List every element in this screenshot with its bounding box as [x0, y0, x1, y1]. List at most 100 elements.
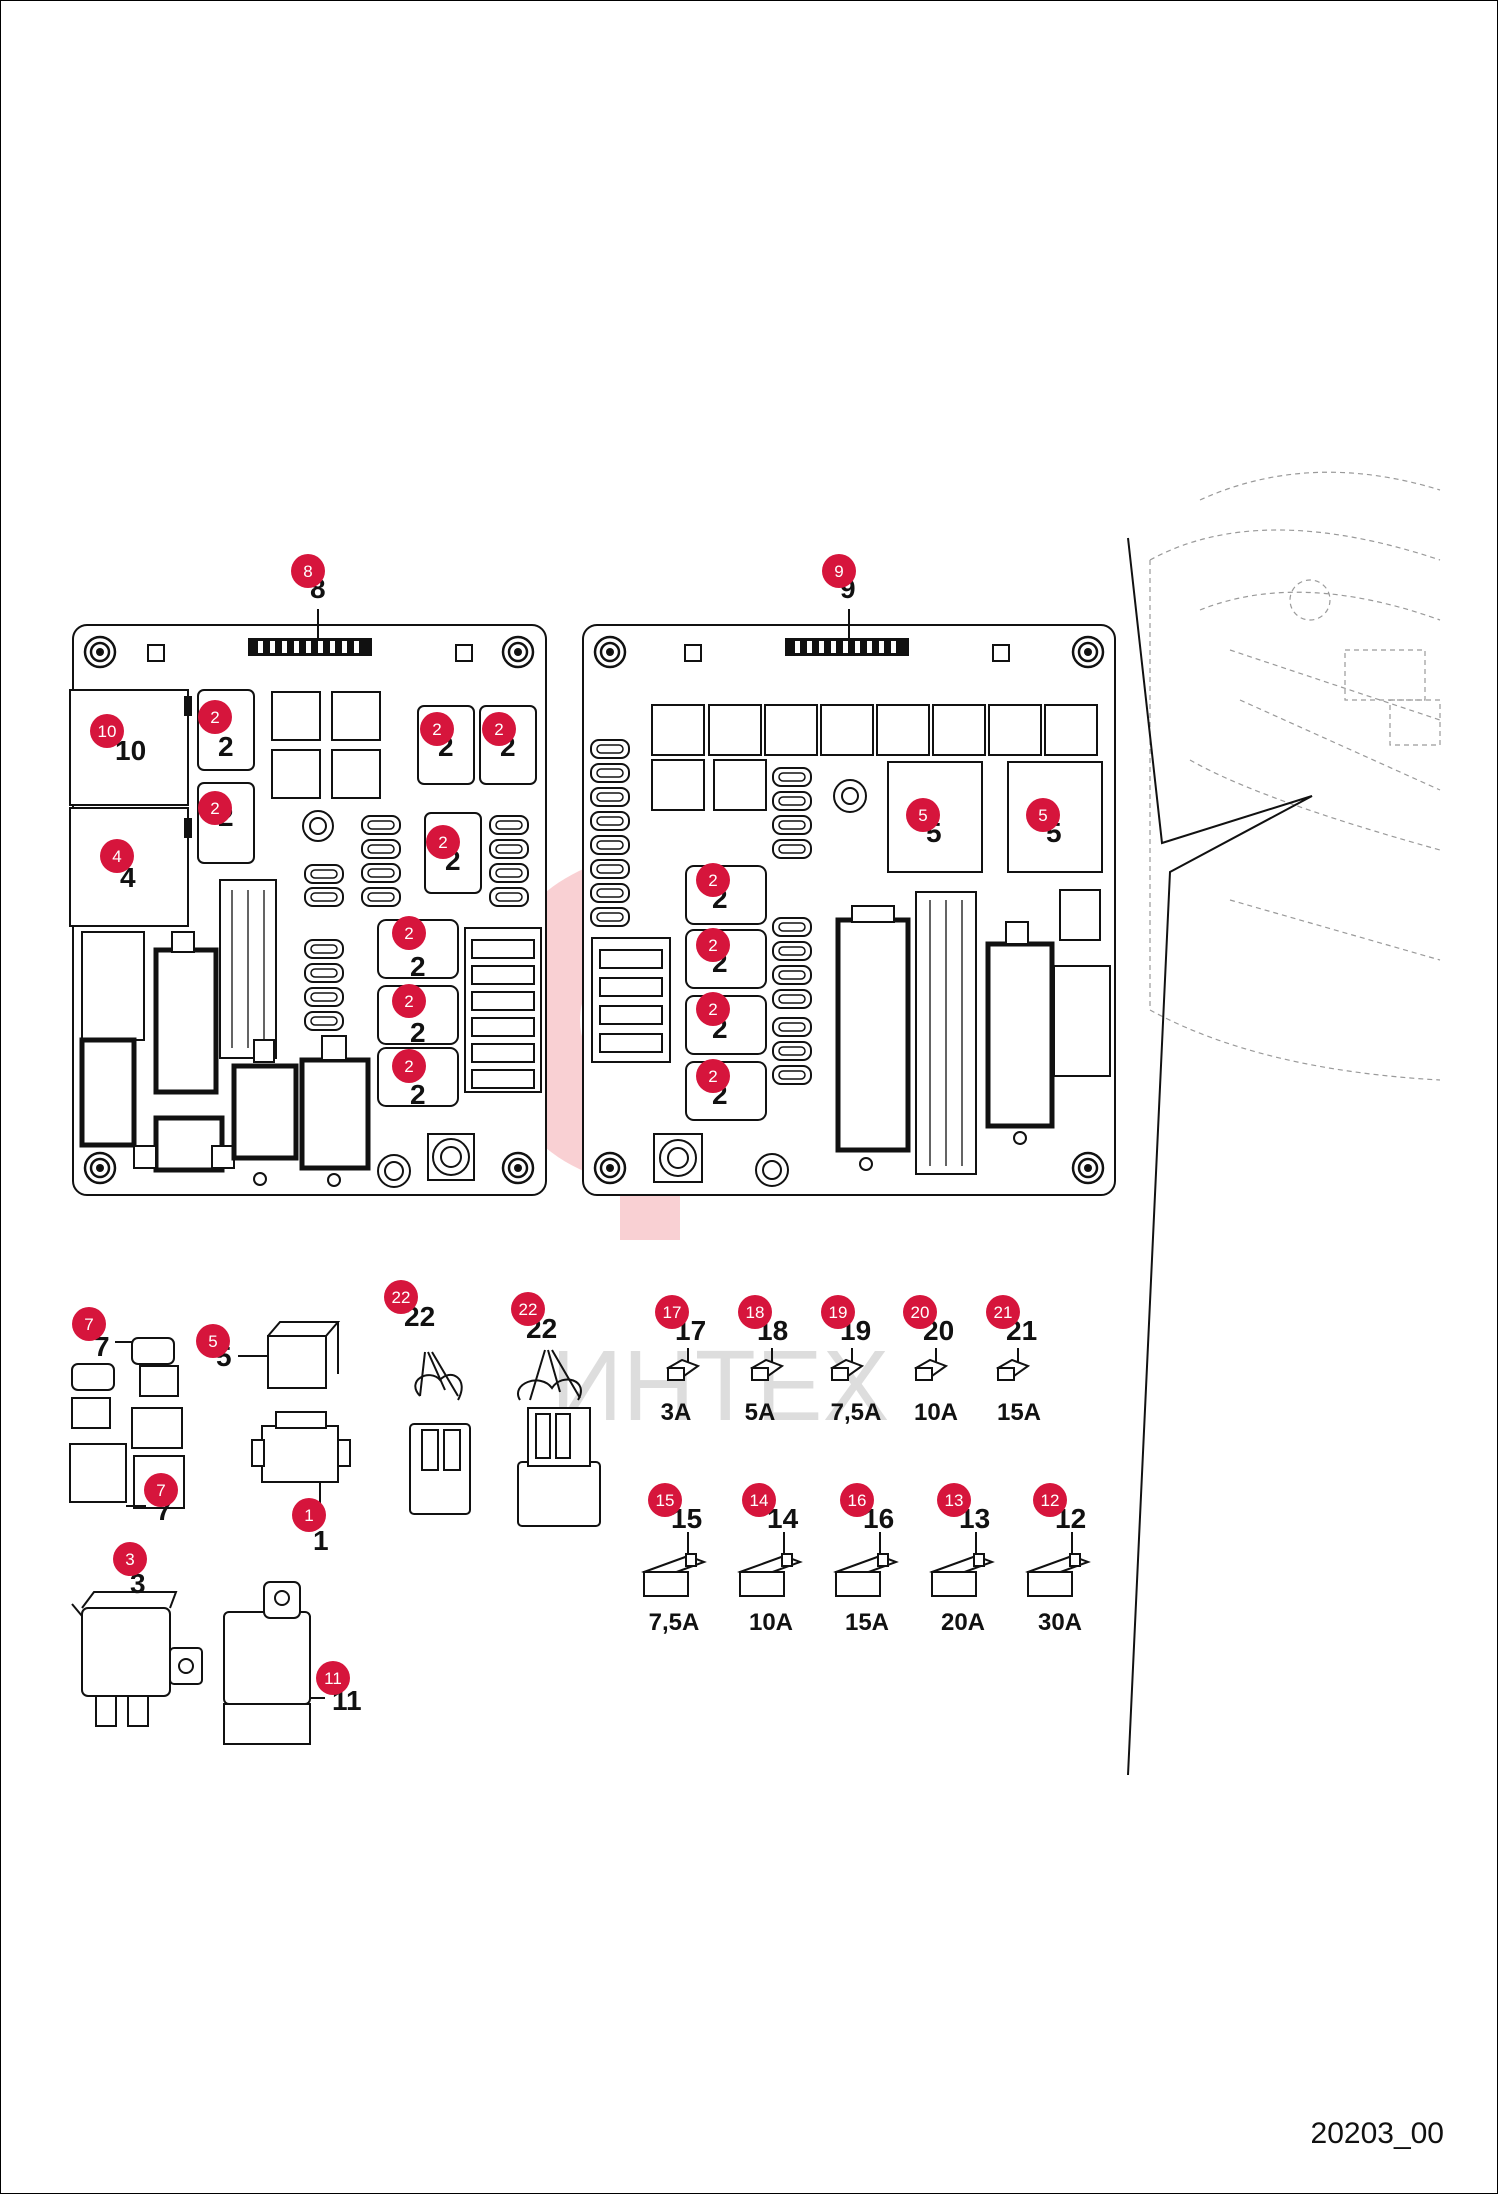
callout-badge-13[interactable]: 13	[937, 1483, 971, 1517]
callout-badge-2[interactable]: 2	[198, 700, 232, 734]
maxi-fuse-rating: 20A	[941, 1609, 985, 1636]
callout-badge-21[interactable]: 21	[986, 1295, 1020, 1329]
callout-badge-5[interactable]: 5	[906, 798, 940, 832]
part-number-2: 2	[410, 951, 426, 982]
part-relay-5	[238, 1321, 341, 1389]
part-relay-3	[71, 1591, 203, 1727]
callout-badge-label: 13	[945, 1491, 964, 1510]
maxi-fuse-glyphs	[641, 1532, 1091, 1597]
callout-badge-label: 2	[210, 799, 219, 818]
maxi-fuse-rating: 30A	[1038, 1609, 1082, 1636]
part-number-2: 2	[410, 1079, 426, 1110]
callout-badge-label: 19	[829, 1303, 848, 1322]
mini-fuse-rating: 15A	[997, 1399, 1041, 1426]
callout-badge-label: 2	[210, 708, 219, 727]
callout-badge-4[interactable]: 4	[100, 839, 134, 873]
callout-badge-label: 16	[848, 1491, 867, 1510]
right-fuse-board	[582, 609, 1116, 1196]
mini-fuse-rating: 3A	[661, 1399, 692, 1426]
callout-badge-label: 7	[156, 1481, 165, 1500]
left-fuse-board	[69, 609, 547, 1196]
callout-badge-label: 2	[432, 720, 441, 739]
callout-badge-label: 8	[303, 562, 312, 581]
part-number-2: 2	[218, 731, 234, 762]
maxi-fuse-rating: 7,5A	[649, 1609, 700, 1636]
callout-badge-18[interactable]: 18	[738, 1295, 772, 1329]
callout-badge-2[interactable]: 2	[392, 984, 426, 1018]
callout-badge-label: 2	[404, 1057, 413, 1076]
callout-badge-label: 10	[98, 722, 117, 741]
callout-badge-2[interactable]: 2	[392, 916, 426, 950]
callout-badge-2[interactable]: 2	[392, 1049, 426, 1083]
callout-badge-8[interactable]: 8	[291, 554, 325, 588]
callout-badge-label: 2	[708, 1067, 717, 1086]
part-number-1: 1	[313, 1525, 329, 1556]
callout-badge-14[interactable]: 14	[742, 1483, 776, 1517]
callout-badge-label: 11	[324, 1669, 342, 1688]
callout-badge-label: 12	[1041, 1491, 1060, 1510]
callout-badge-label: 18	[746, 1303, 765, 1322]
maxi-fuse-rating: 15A	[845, 1609, 889, 1636]
callout-badge-1[interactable]: 1	[292, 1498, 326, 1532]
callout-badge-label: 22	[392, 1288, 411, 1307]
callout-badge-19[interactable]: 19	[821, 1295, 855, 1329]
callout-badge-11[interactable]: 11	[316, 1661, 350, 1695]
callout-badge-label: 15	[656, 1491, 675, 1510]
part-number-3: 3	[130, 1568, 146, 1599]
callout-badge-17[interactable]: 17	[655, 1295, 689, 1329]
callout-badge-label: 7	[84, 1315, 93, 1334]
callout-badge-label: 1	[304, 1506, 313, 1525]
callout-badge-label: 21	[994, 1303, 1013, 1322]
callout-badge-7[interactable]: 7	[144, 1473, 178, 1507]
callout-badge-2[interactable]: 2	[198, 791, 232, 825]
callout-badge-label: 17	[663, 1303, 682, 1322]
callout-badge-label: 3	[125, 1550, 134, 1569]
mini-fuse-glyphs	[665, 1348, 1031, 1381]
callout-badge-2[interactable]: 2	[696, 928, 730, 962]
part-number-7: 7	[94, 1331, 110, 1362]
callout-badge-label: 5	[1038, 806, 1047, 825]
part-number-2: 2	[410, 1017, 426, 1048]
callout-badge-label: 20	[911, 1303, 930, 1322]
detail-break-line	[1127, 537, 1313, 1776]
vehicle-outline-background	[1149, 471, 1441, 1081]
callout-badge-20[interactable]: 20	[903, 1295, 937, 1329]
callout-badge-label: 2	[708, 871, 717, 890]
callout-badge-label: 2	[404, 924, 413, 943]
callout-badge-22[interactable]: 22	[511, 1292, 545, 1326]
mini-fuse-rating: 10A	[914, 1399, 958, 1426]
callout-badge-label: 9	[834, 562, 843, 581]
callout-badge-label: 5	[918, 806, 927, 825]
callout-badge-15[interactable]: 15	[648, 1483, 682, 1517]
callout-badge-label: 4	[112, 847, 121, 866]
callout-badge-2[interactable]: 2	[482, 712, 516, 746]
callout-badge-3[interactable]: 3	[113, 1542, 147, 1576]
callout-badge-16[interactable]: 16	[840, 1483, 874, 1517]
callout-badge-5[interactable]: 5	[196, 1324, 230, 1358]
callout-badge-label: 2	[708, 936, 717, 955]
callout-badge-2[interactable]: 2	[420, 712, 454, 746]
maxi-fuse-rating: 10A	[749, 1609, 793, 1636]
part-connector-22a	[409, 1351, 471, 1515]
callout-badge-12[interactable]: 12	[1033, 1483, 1067, 1517]
callout-badge-label: 5	[208, 1332, 217, 1351]
callout-badge-2[interactable]: 2	[696, 863, 730, 897]
callout-badge-9[interactable]: 9	[822, 554, 856, 588]
callout-badge-22[interactable]: 22	[384, 1280, 418, 1314]
callout-badge-2[interactable]: 2	[696, 992, 730, 1026]
callout-badge-2[interactable]: 2	[696, 1059, 730, 1093]
callout-badge-10[interactable]: 10	[90, 714, 124, 748]
callout-badge-5[interactable]: 5	[1026, 798, 1060, 832]
part-relay-11	[223, 1581, 325, 1745]
callout-badge-2[interactable]: 2	[426, 825, 460, 859]
callout-badge-label: 22	[519, 1300, 538, 1319]
callout-badge-7[interactable]: 7	[72, 1307, 106, 1341]
callout-badge-label: 2	[438, 833, 447, 852]
part-relay-socket-1	[251, 1411, 351, 1512]
drawing-code: 20203_00	[1311, 2117, 1444, 2150]
watermark-text: ИНТЕХ	[551, 1330, 890, 1442]
callout-badge-label: 14	[750, 1491, 769, 1510]
callout-badge-label: 2	[404, 992, 413, 1011]
mini-fuse-rating: 5A	[745, 1399, 776, 1426]
callout-badge-label: 2	[494, 720, 503, 739]
